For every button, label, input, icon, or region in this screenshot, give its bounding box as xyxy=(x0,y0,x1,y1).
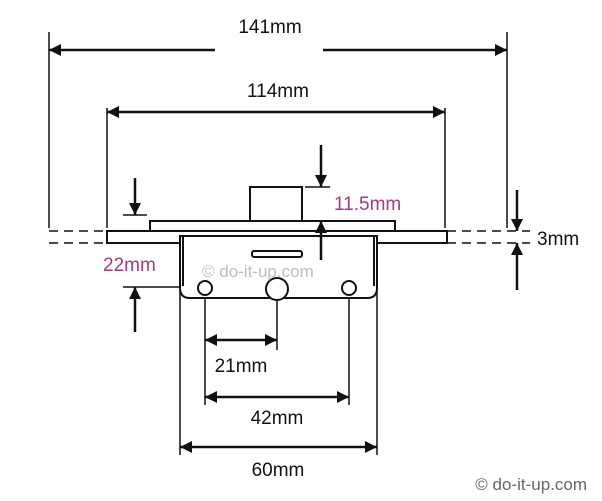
watermark: © do-it-up.com xyxy=(202,262,314,281)
label-60mm: 60mm xyxy=(252,460,305,481)
lock-body xyxy=(106,186,448,301)
label-114mm: 114mm xyxy=(247,81,309,102)
label-11-5mm: 11.5mm xyxy=(334,194,401,215)
fixing-hole-right xyxy=(341,280,357,296)
spindle-boss xyxy=(249,186,303,222)
label-backdrop-141 xyxy=(215,47,323,53)
label-21mm: 21mm xyxy=(215,356,268,377)
case-body xyxy=(179,235,378,299)
slot xyxy=(251,250,303,258)
spindle-hole xyxy=(265,277,289,301)
label-3mm: 3mm xyxy=(537,229,579,250)
thickness-dashed-lines xyxy=(49,230,530,244)
top-plate xyxy=(149,220,396,232)
fixing-hole-left xyxy=(197,280,213,296)
credit-text: © do-it-up.com xyxy=(475,475,587,494)
label-42mm: 42mm xyxy=(251,408,304,429)
label-141mm: 141mm xyxy=(238,17,301,38)
label-22mm: 22mm xyxy=(103,255,156,276)
